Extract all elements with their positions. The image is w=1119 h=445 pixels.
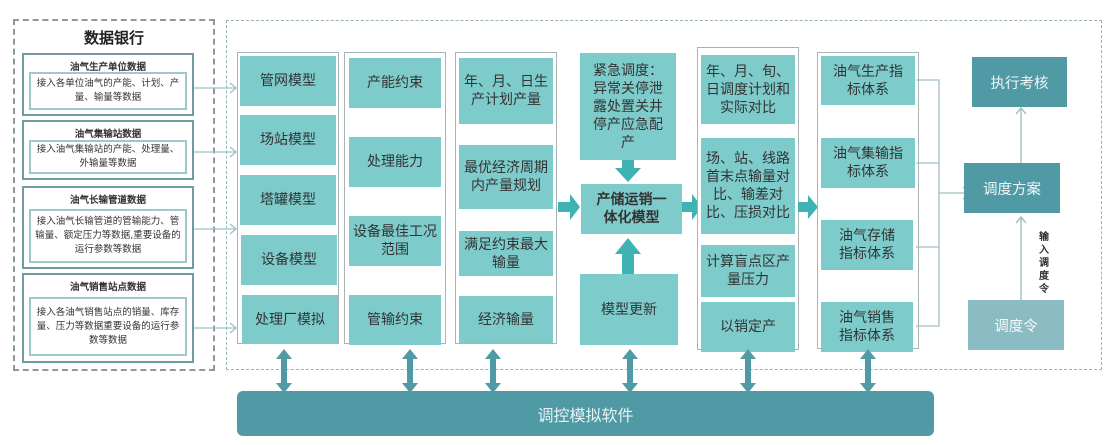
arrow-right-icon <box>558 194 580 220</box>
integrated-model-tile: 产储运销一体化模型 <box>581 184 682 234</box>
model-tile: 设备模型 <box>241 235 337 285</box>
comparison-tile: 以销定产 <box>701 302 795 352</box>
double-arrow-icon <box>622 349 638 393</box>
dispatch-order-box: 调度令 <box>968 300 1064 350</box>
bank-card-body: 接入油气集输站的产能、处理量、外输量等数据 <box>29 140 187 174</box>
comparison-arrow <box>798 195 818 219</box>
bank-card-body: 接入各油气销售站点的销量、库存量、压力等数据重要设备的运行参数等数据 <box>29 297 187 356</box>
double-arrow-icon <box>276 349 292 393</box>
core-arrows <box>558 160 702 274</box>
indicator-tile: 油气存储指标体系 <box>821 220 913 270</box>
model-update-tile: 模型更新 <box>580 274 678 345</box>
dispatch-plan-box: 调度方案 <box>964 163 1060 213</box>
constraint-tile: 设备最佳工况范围 <box>349 216 441 266</box>
double-arrow-icon <box>485 349 501 393</box>
double-arrow-icon <box>402 349 418 393</box>
constraint-tile: 处理能力 <box>349 137 441 187</box>
bank-card-title: 油气生产单位数据 <box>69 62 146 73</box>
data-bank-panel <box>13 19 215 371</box>
model-tile: 塔罐模型 <box>240 175 336 225</box>
bank-card-sales: 油气销售站点数据 接入各油气销售站点的销量、库存量、压力等数据重要设备的运行参数… <box>22 273 194 363</box>
constraint-tile: 产能约束 <box>349 58 441 108</box>
arrow-down-icon <box>615 160 641 182</box>
planning-tile: 最优经济周期内产量规划 <box>459 145 553 209</box>
model-tile: 场站模型 <box>240 115 336 165</box>
execute-evaluate-box: 执行考核 <box>972 57 1067 107</box>
emergency-dispatch-tile: 紧急调度：异常关停泄露处置关井停产应急配产 <box>580 53 676 160</box>
indicator-tile: 油气生产指标体系 <box>821 56 915 105</box>
constraint-tile: 管输约束 <box>349 295 441 345</box>
arrow-up-icon <box>615 238 641 274</box>
comparison-tile: 年、月、旬、日调度计划和实际对比 <box>701 55 795 124</box>
comparison-tile: 场、站、线路首末点输量对比、输差对比、压损对比 <box>701 138 795 234</box>
bank-card-body: 接入各单位油气的产能、计划、产量、输量等数据 <box>29 72 187 110</box>
bank-card-gathering: 油气集输站数据 接入油气集输站的产能、处理量、外输量等数据 <box>22 120 194 180</box>
software-links <box>276 349 876 393</box>
planning-tile: 满足约束最大输量 <box>459 231 553 276</box>
control-simulation-software-bar: 调控模拟软件 <box>237 391 934 436</box>
comparison-tile: 计算盲点区产量压力 <box>701 245 795 297</box>
bank-card-pipeline: 油气长输管道数据 接入油气长输管道的管输能力、管输量、额定压力等数据,重要设备的… <box>22 186 194 269</box>
bank-card-title: 油气长输管道数据 <box>69 195 146 206</box>
bank-connectors <box>194 82 238 334</box>
data-bank-title: 数据银行 <box>83 29 144 47</box>
main-process-frame <box>226 20 1102 370</box>
input-order-label: 输 入 调 度 令 <box>1039 232 1049 295</box>
bank-card-title: 油气集输站数据 <box>74 129 142 140</box>
arrow-right-icon <box>798 195 818 219</box>
indicator-tile: 油气集输指标体系 <box>821 138 915 188</box>
planning-tile: 经济输量 <box>459 296 553 343</box>
double-arrow-icon <box>860 349 876 393</box>
model-tile: 管网模型 <box>240 56 336 106</box>
indicator-tile: 油气销售指标体系 <box>821 302 913 352</box>
dispatch-arrows <box>1015 106 1027 300</box>
bank-card-title: 油气销售站点数据 <box>69 282 146 293</box>
bank-card-body: 接入油气长输管道的管输能力、管输量、额定压力等数据,重要设备的运行参数等数据 <box>29 209 187 263</box>
double-arrow-icon <box>740 349 756 393</box>
bank-card-production: 油气生产单位数据 接入各单位油气的产能、计划、产量、输量等数据 <box>22 53 194 116</box>
planning-tile: 年、月、日生产计划产量 <box>459 58 553 124</box>
model-tile: 处理厂模拟 <box>242 295 338 344</box>
